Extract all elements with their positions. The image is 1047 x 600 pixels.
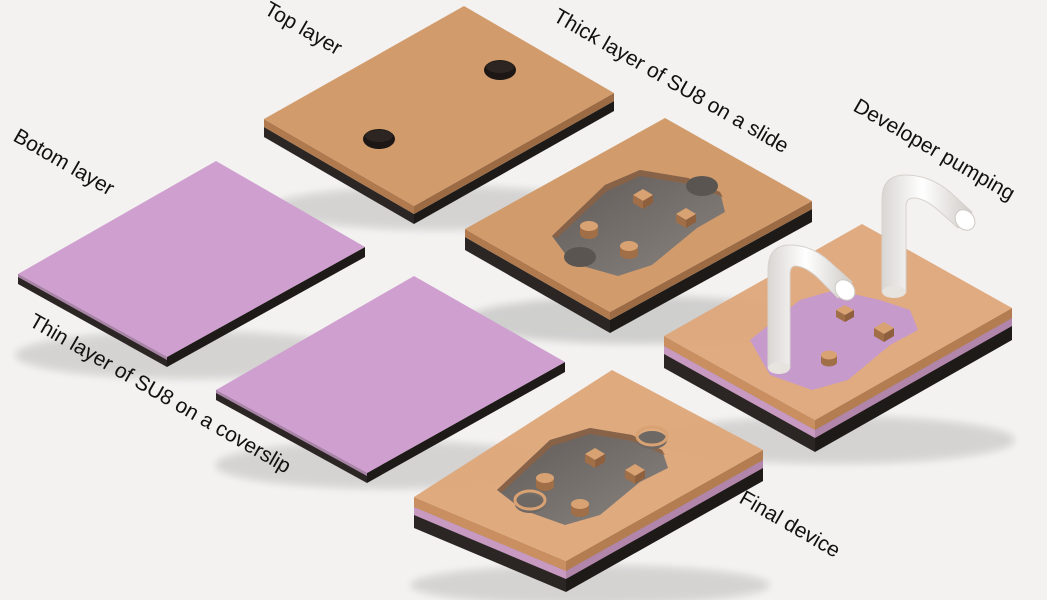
top-layer-slab [264, 6, 614, 230]
final-pillar-round-1 [536, 473, 554, 491]
final-port-2 [635, 425, 669, 449]
pillar-square-2 [676, 208, 696, 228]
pillar-round-1 [580, 221, 598, 239]
tubing-connector-1 [767, 244, 856, 374]
pumping-pillar-1 [836, 305, 854, 322]
final-pillar-square-1 [585, 448, 605, 468]
pillar-square-1 [633, 189, 653, 209]
label-bottom-layer: Botom layer [10, 124, 119, 200]
final-pillar-round-2 [571, 499, 589, 517]
label-final-device: Final device [736, 486, 845, 562]
chamber-port-2 [564, 247, 596, 267]
final-device [410, 370, 770, 600]
pillar-round-2 [620, 241, 638, 259]
label-top-layer: Top layer [261, 0, 346, 60]
tubing-connector-2 [881, 174, 976, 298]
chamber-port-1 [686, 176, 718, 196]
final-port-1 [513, 489, 547, 513]
thick-su8-slab [465, 118, 815, 344]
pumping-pillar-3 [821, 350, 837, 367]
pumping-pillar-2 [874, 322, 894, 342]
pumping-chamber [750, 290, 918, 390]
developer-pumping-device [655, 174, 1015, 464]
final-pillar-square-2 [625, 464, 645, 484]
